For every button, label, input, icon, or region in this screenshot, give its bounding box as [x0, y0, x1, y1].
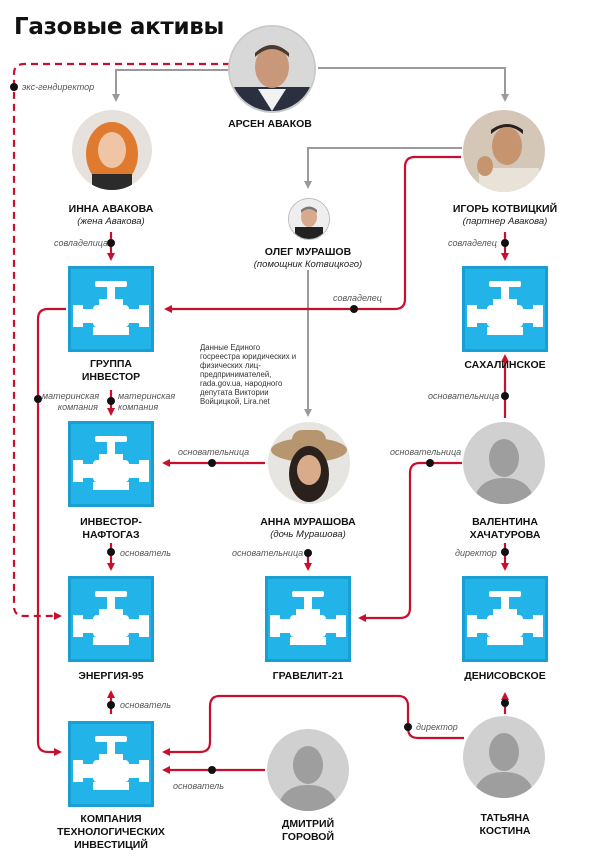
connector-avakov-kotvitsky: [318, 67, 509, 102]
company-energy95-box: [68, 576, 154, 662]
company-kti-box: [68, 721, 154, 807]
label-founder-energy: основатель: [120, 548, 171, 558]
page-title: Газовые активы: [14, 14, 225, 40]
dmitry-name-2: ГОРОВОЙ: [281, 831, 335, 843]
company-sakhalin-box: [462, 266, 548, 352]
label-co-owner-investor: совладелец: [333, 293, 382, 303]
avakov-name: АРСЕН АВАКОВ: [228, 118, 312, 130]
tatiana-silhouette-icon: [463, 716, 545, 798]
company-investor-naftogaz-name-1: ИНВЕСТОР-: [80, 516, 142, 528]
murashov-photo: [288, 198, 330, 240]
company-denisovskoe-name: ДЕНИСОВСКОЕ: [464, 670, 546, 682]
valentina-silhouette-icon: [463, 422, 545, 504]
valentina-name-1: ВАЛЕНТИНА: [472, 516, 538, 528]
company-energy95-name: ЭНЕРГИЯ-95: [78, 670, 144, 682]
tatiana-name-1: ТАТЬЯНА: [480, 812, 530, 824]
company-kti-name-2: ТЕХНОЛОГИЧЕСКИХ: [57, 826, 165, 838]
company-kti-name-3: ИНВЕСТИЦИЙ: [74, 839, 148, 851]
avakov-photo: [228, 25, 316, 113]
kotvitsky-role: (партнер Авакова): [462, 216, 548, 227]
connector-avakov-inna: [112, 69, 228, 102]
label-founder-valentina: основательница: [390, 447, 462, 457]
murashov-name: ОЛЕГ МУРАШОВ: [264, 246, 352, 258]
connector-tatiana-kti: [162, 694, 464, 756]
anna-photo: [268, 422, 350, 504]
inna-name: ИННА АВАКОВА: [68, 203, 154, 215]
label-parent-right: материнская компания: [118, 391, 176, 412]
gas-valve-icon: [73, 736, 149, 790]
inna-role: (жена Авакова): [77, 216, 145, 227]
gas-valve-icon: [270, 591, 346, 645]
connector-exdirector: [12, 62, 230, 620]
connector-valentina-gravelit: [358, 461, 462, 622]
connector-investor-kti: [36, 307, 66, 756]
dmitry-silhouette-icon: [267, 729, 349, 811]
company-investor-name-2: ИНВЕСТОР: [81, 371, 141, 383]
company-investor-box: [68, 266, 154, 352]
kotvitsky-name: ИГОРЬ КОТВИЦКИЙ: [452, 203, 558, 215]
anna-role: (дочь Мурашова): [270, 529, 346, 540]
dmitry-name-1: ДМИТРИЙ: [281, 818, 335, 830]
connector-kotvitsky-murashov: [304, 147, 462, 189]
company-kti-name-1: КОМПАНИЯ: [80, 813, 142, 825]
source-note: Данные Единого госреестра юридических и …: [200, 343, 297, 406]
company-investor-name-1: ГРУППА: [89, 358, 133, 370]
label-director-tatiana: директор: [416, 722, 458, 732]
label-founder-dmitry: основатель: [173, 781, 224, 791]
label-ex-director: экс-гендиректор: [22, 82, 95, 92]
label-co-owner-kotvitsky: совладелец: [448, 238, 497, 248]
inna-photo: [72, 110, 152, 190]
gas-valve-icon: [467, 591, 543, 645]
murashov-role: (помощник Котвицкого): [253, 259, 363, 270]
valentina-name-2: ХАЧАТУРОВА: [469, 529, 541, 541]
company-denisovskoe-box: [462, 576, 548, 662]
company-gravelit-name: ГРАВЕЛИТ-21: [272, 670, 344, 682]
anna-name: АННА МУРАШОВА: [260, 516, 356, 528]
label-co-owner-inna: совладелица: [54, 238, 108, 248]
gas-valve-icon: [73, 436, 149, 490]
company-sakhalin-name: САХАЛИНСКОЕ: [464, 359, 546, 371]
gas-valve-icon: [73, 281, 149, 335]
tatiana-name-2: КОСТИНА: [479, 825, 531, 837]
label-founder-sakhalin: основательница: [428, 391, 500, 401]
label-parent-left: материнская компания: [42, 391, 100, 412]
company-gravelit-box: [265, 576, 351, 662]
connector-kotvitsky-investor: [164, 155, 461, 313]
company-investor-naftogaz-name-2: НАФТОГАЗ: [82, 529, 140, 541]
gas-valve-icon: [73, 591, 149, 645]
company-investor-naftogaz-box: [68, 421, 154, 507]
label-founder-anna: основательница: [178, 447, 250, 457]
label-founder-kti-energy: основатель: [120, 700, 171, 710]
gas-valve-icon: [467, 281, 543, 335]
label-founder-gravelit: основательница: [232, 548, 304, 558]
kotvitsky-photo: [463, 110, 545, 192]
label-director-valentina: директор: [455, 548, 497, 558]
